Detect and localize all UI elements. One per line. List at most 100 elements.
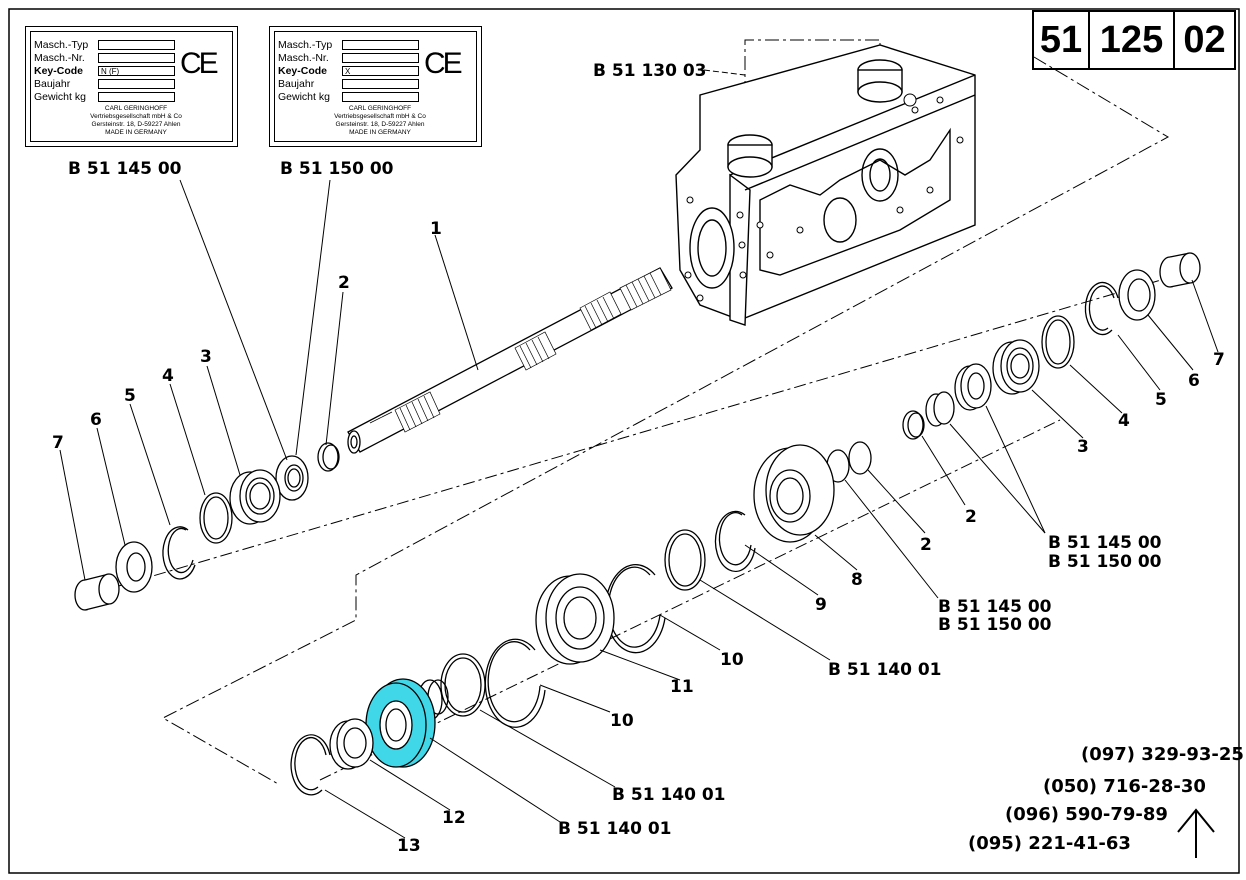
label-part-10-lower: 10 xyxy=(610,711,634,731)
label-part-10-upper: 10 xyxy=(720,650,744,670)
plate-box xyxy=(98,53,175,63)
label-part-4-right: 4 xyxy=(1118,411,1130,431)
ring-2-right xyxy=(902,410,925,440)
bearing-3-left xyxy=(229,469,281,525)
leader-lines xyxy=(59,179,1219,839)
ce-mark-icon: CE xyxy=(424,47,463,80)
label-ref-14001-b: B 51 140 01 xyxy=(612,785,726,805)
drawing-code-box: 51 125 02 xyxy=(1032,10,1236,70)
type-plate-left: Masch.-Typ Masch.-Nr. Key-Code Baujahr G… xyxy=(25,26,238,147)
circlip-5-left xyxy=(162,526,196,580)
circlip-13 xyxy=(290,734,331,796)
label-ref-group-a1: B 51 145 00 xyxy=(1048,533,1162,553)
plate-field: Key-Code xyxy=(34,65,84,77)
plate-footer: Vertriebsgesellschaft mbH & Co xyxy=(334,113,426,120)
label-part-2-left: 2 xyxy=(338,273,350,293)
bearing-11 xyxy=(535,573,615,665)
phone-number: (095) 221-41-63 xyxy=(968,833,1131,854)
outer-border xyxy=(8,8,1240,874)
phone-number: (097) 329-93-25 xyxy=(1081,744,1244,765)
label-part-6-right: 6 xyxy=(1188,371,1200,391)
plate-footer: CARL GERINGHOFF xyxy=(348,105,412,112)
part-labels: B 51 130 03 B 51 145 00 B 51 150 00 1 2 … xyxy=(52,61,1225,856)
label-part-1: 1 xyxy=(430,219,442,239)
up-arrow-icon xyxy=(1177,808,1215,858)
washer-4-left xyxy=(199,492,233,544)
bearing-3-right xyxy=(992,339,1040,395)
shaft-1 xyxy=(347,267,673,454)
plate-footer: Gersteinstr. 18, D-59227 Ahlen xyxy=(91,121,181,128)
label-part-5-left: 5 xyxy=(124,386,136,406)
label-ref-14001-c: B 51 140 01 xyxy=(558,819,672,839)
plate-field: Key-Code xyxy=(278,65,328,77)
highlighted-flange xyxy=(365,678,436,768)
label-part-12: 12 xyxy=(442,808,466,828)
plate-box xyxy=(98,40,175,50)
label-part-4-left: 4 xyxy=(162,366,174,386)
plate-field: Gewicht kg xyxy=(278,91,330,103)
assembly-envelope xyxy=(161,56,1170,786)
code-part-3: 02 xyxy=(1183,18,1226,61)
phone-number: (096) 590-79-89 xyxy=(1005,804,1168,825)
circlip-5-right xyxy=(1084,281,1119,336)
label-ref-group-b2: B 51 150 00 xyxy=(938,615,1052,635)
circlip-9 xyxy=(714,510,756,573)
plate-footer: Gersteinstr. 18, D-59227 Ahlen xyxy=(335,121,425,128)
label-part-6-left: 6 xyxy=(90,410,102,430)
label-part-9: 9 xyxy=(815,595,827,615)
label-part-3-left: 3 xyxy=(200,347,212,367)
circlip-10-upper xyxy=(605,564,666,654)
plate-footer: CARL GERINGHOFF xyxy=(104,105,168,112)
code-part-1: 51 xyxy=(1034,12,1090,68)
gear-8 xyxy=(753,444,835,543)
label-plate-left-ref: B 51 145 00 xyxy=(68,159,182,179)
label-part-13: 13 xyxy=(397,836,421,856)
gearbox-housing xyxy=(675,44,976,326)
circlip-10-lower xyxy=(484,638,546,728)
plate-field: Gewicht kg xyxy=(34,91,86,103)
washer-6-right xyxy=(1118,269,1156,321)
plate-box xyxy=(98,79,175,89)
plate-footer: MADE IN GERMANY xyxy=(105,129,167,136)
plate-box xyxy=(342,79,419,89)
label-part-7-left: 7 xyxy=(52,433,64,453)
bearing-12 xyxy=(329,718,374,770)
plate-key-code-value: N (F) xyxy=(98,66,175,76)
sleeve-7-left xyxy=(74,573,120,611)
rings-2-lower xyxy=(826,441,872,483)
washer-b51140-lower xyxy=(440,653,486,717)
washer-4-right xyxy=(1041,315,1075,369)
label-part-7-right: 7 xyxy=(1213,350,1225,370)
plate-box xyxy=(342,40,419,50)
label-ref-group-a2: B 51 150 00 xyxy=(1048,552,1162,572)
label-part-3-right: 3 xyxy=(1077,437,1089,457)
ce-mark-icon: CE xyxy=(180,47,219,80)
code-part-2: 125 xyxy=(1090,12,1175,68)
plate-field: Masch.-Typ xyxy=(34,39,89,51)
sleeve-7-right xyxy=(1159,252,1201,288)
plate-box xyxy=(342,53,419,63)
ring-2-left xyxy=(317,442,340,472)
plate-footer: MADE IN GERMANY xyxy=(349,129,411,136)
washer-6-left xyxy=(115,541,153,593)
label-ref-14001-a: B 51 140 01 xyxy=(828,660,942,680)
seal-b51145-left xyxy=(275,455,309,501)
type-plate-right: Masch.-Typ Masch.-Nr. Key-Code Baujahr G… xyxy=(269,26,482,147)
plate-field: Baujahr xyxy=(34,78,71,90)
plate-key-code-value: X xyxy=(342,66,419,76)
washer-b51140-upper xyxy=(664,529,706,591)
label-part-8: 8 xyxy=(851,570,863,590)
label-part-2-right: 2 xyxy=(965,507,977,527)
label-part-2-lower: 2 xyxy=(920,535,932,555)
plate-field: Baujahr xyxy=(278,78,315,90)
label-part-11: 11 xyxy=(670,677,694,697)
plate-box xyxy=(342,92,419,102)
plate-field: Masch.-Nr. xyxy=(34,52,85,64)
plate-field: Masch.-Nr. xyxy=(278,52,329,64)
label-ref-group-b1: B 51 145 00 xyxy=(938,597,1052,617)
plate-box xyxy=(98,92,175,102)
plate-field: Masch.-Typ xyxy=(278,39,333,51)
label-plate-right-ref: B 51 150 00 xyxy=(280,159,394,179)
